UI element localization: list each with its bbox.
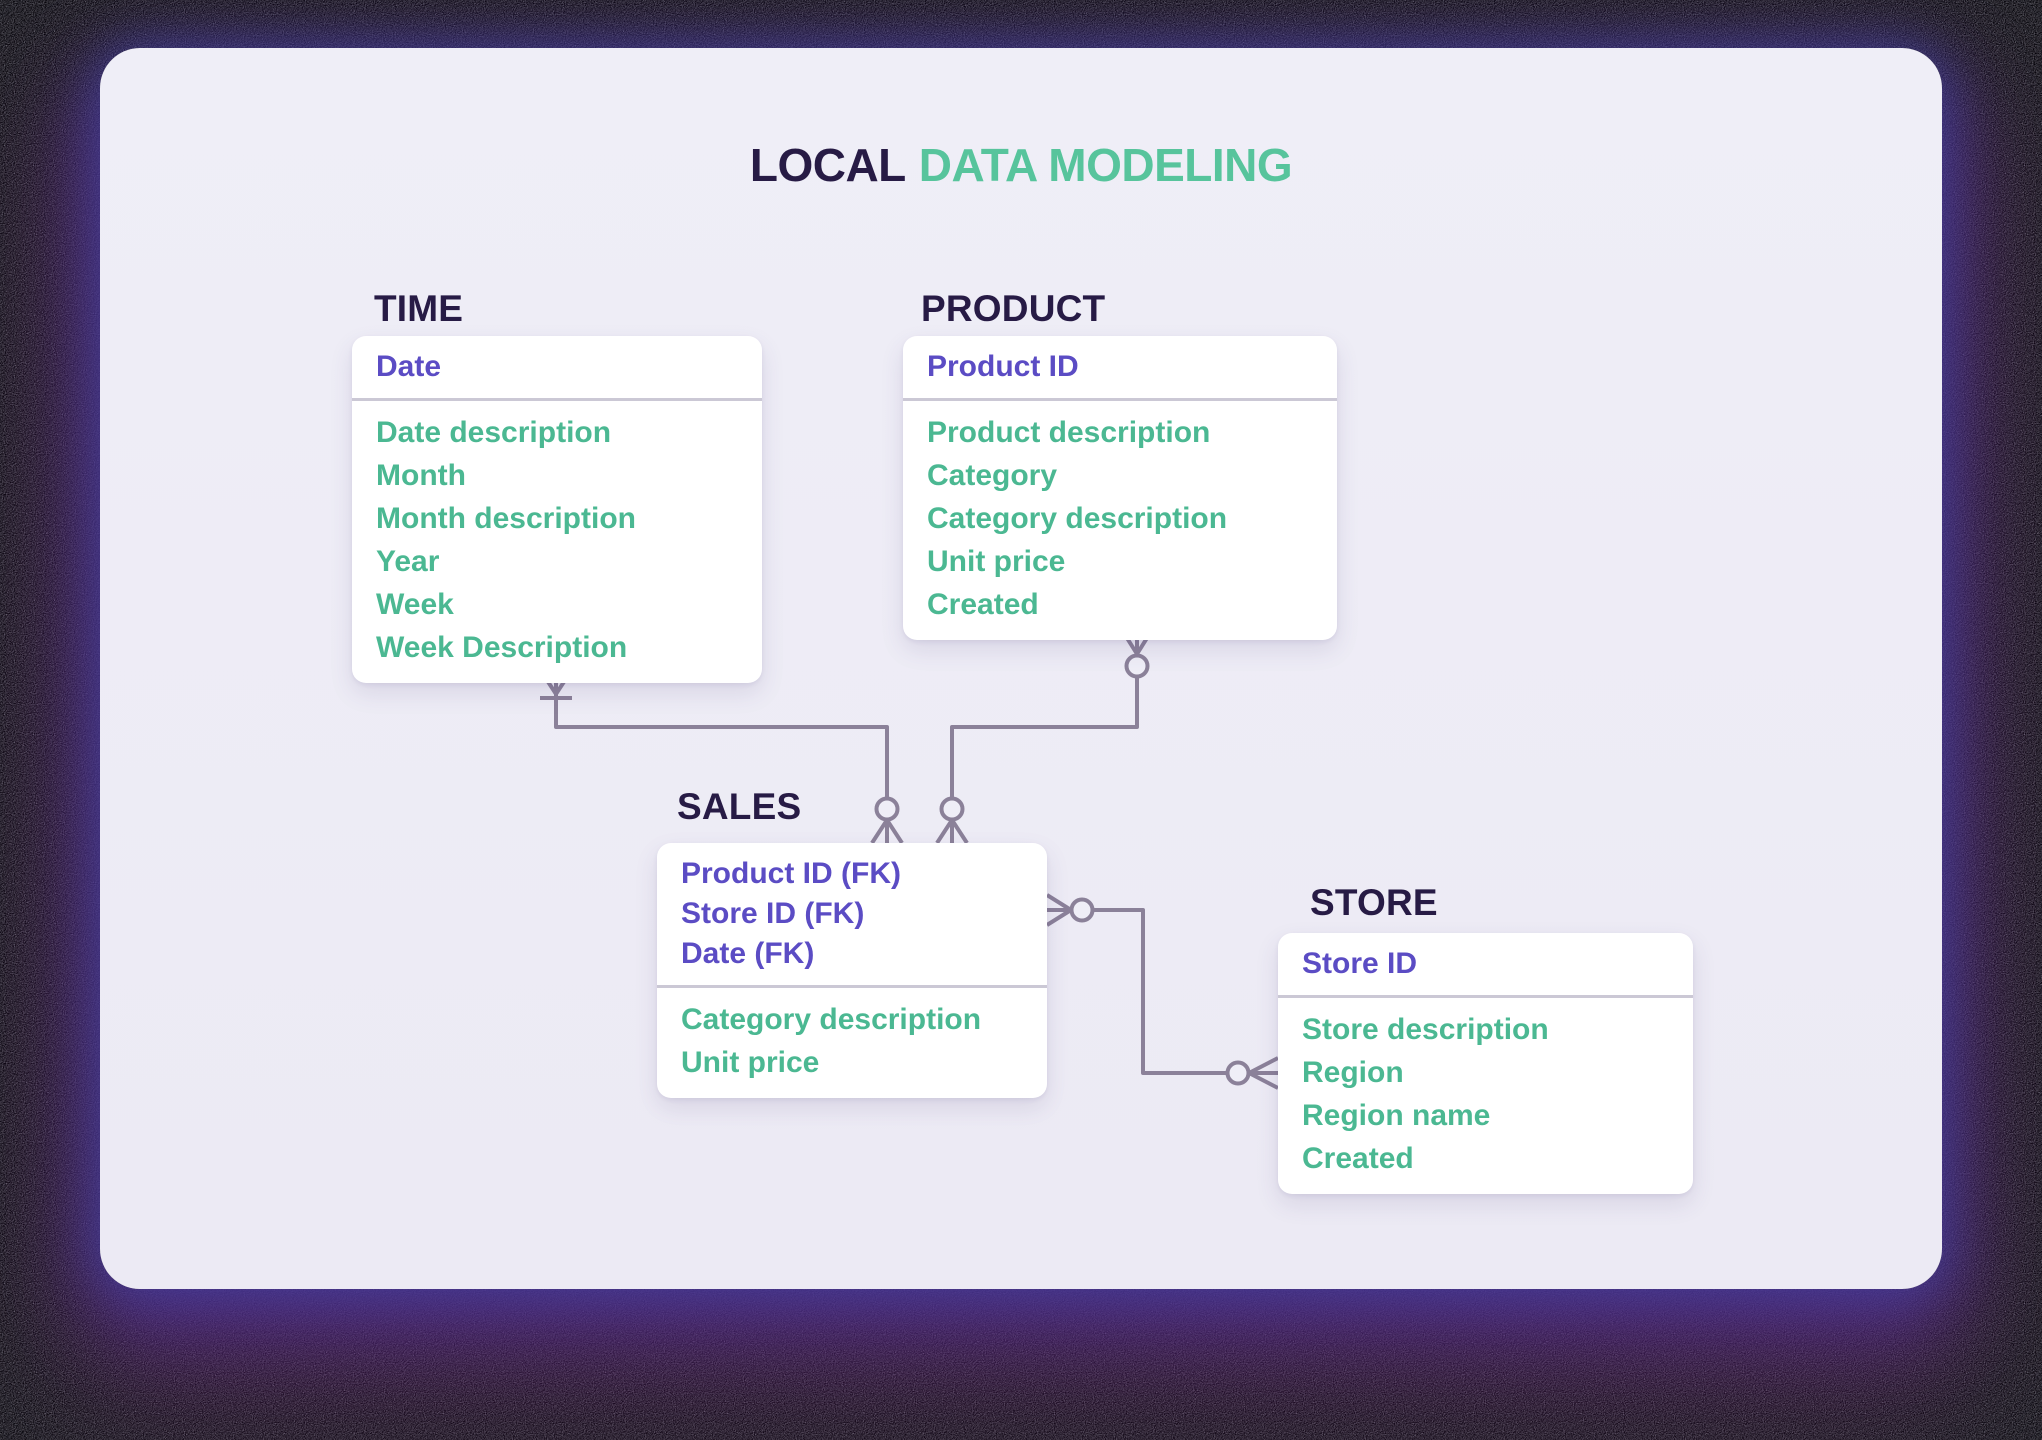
field-region: Region (1302, 1056, 1404, 1089)
time-key-section: Date (352, 336, 762, 398)
entity-time-card: Date Date description Month Month descri… (352, 336, 762, 683)
field-created: Created (1302, 1142, 1414, 1175)
field-store-description: Store description (1302, 1013, 1549, 1046)
entity-product-card: Product ID Product description Category … (903, 336, 1337, 640)
key-store-id-fk: Store ID (FK) (681, 897, 865, 930)
entity-store-title: STORE (1310, 882, 1438, 923)
field-month-description: Month description (376, 502, 636, 535)
field-month: Month (376, 459, 466, 492)
sales-key-section: Product ID (FK) Store ID (FK) Date (FK) (657, 843, 1047, 985)
product-key-section: Product ID (903, 336, 1337, 398)
title-prefix: LOCAL (749, 139, 906, 191)
key-store-id: Store ID (1302, 947, 1418, 980)
title-highlight: DATA MODELING (918, 139, 1293, 191)
entity-product-title: PRODUCT (921, 288, 1106, 329)
field-unit-price: Unit price (681, 1046, 820, 1079)
field-unit-price: Unit price (927, 545, 1066, 578)
field-category-description: Category description (681, 1003, 982, 1036)
key-product-id-fk: Product ID (FK) (681, 857, 901, 890)
product-field-section: Product description Category Category de… (903, 398, 1337, 640)
key-product-id: Product ID (927, 350, 1079, 383)
store-field-section: Store description Region Region name Cre… (1278, 995, 1693, 1194)
field-created: Created (927, 588, 1039, 621)
field-region-name: Region name (1302, 1099, 1491, 1132)
entity-sales-card: Product ID (FK) Store ID (FK) Date (FK) … (657, 843, 1047, 1098)
field-week: Week (376, 588, 454, 621)
entity-store-card: Store ID Store description Region Region… (1278, 933, 1693, 1194)
entity-sales-title: SALES (677, 786, 802, 827)
key-date-fk: Date (FK) (681, 937, 815, 970)
field-category-description: Category description (927, 502, 1228, 535)
entity-time-title: TIME (374, 288, 464, 329)
key-date: Date (376, 350, 442, 383)
sales-field-section: Category description Unit price (657, 985, 1047, 1098)
store-key-section: Store ID (1278, 933, 1693, 995)
field-date-description: Date description (376, 416, 612, 449)
field-week-description: Week Description (376, 631, 628, 664)
field-year: Year (376, 545, 440, 578)
time-field-section: Date description Month Month description… (352, 398, 762, 683)
field-category: Category (927, 459, 1058, 492)
field-product-description: Product description (927, 416, 1211, 449)
